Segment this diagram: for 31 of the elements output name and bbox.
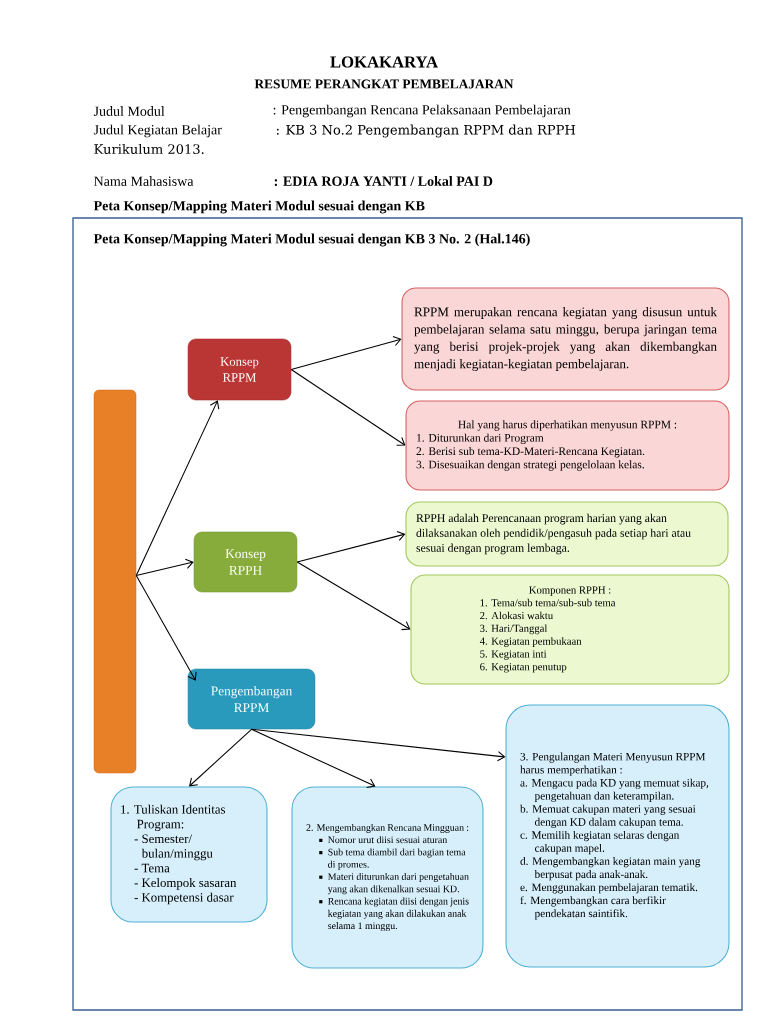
field-value: Kurikulum 2013. — [94, 143, 204, 155]
subtitle: RESUME PERANGKAT PEMBELAJARAN — [254, 79, 514, 89]
definition-box: RPPM merupakan rencana kegiatan yang disusun untuk pembelajaran selama satu minggu, berupa jaringan tema yang berisi projek-projek yang akan dikembangkan menjadi kegiatan-kegiatan pembelajaran. — [401, 287, 730, 391]
definition-box: RPPH adalah Perencanaan program harian yang akan dilaksanakan oleh pendidik/pengasuh pada setiap hari atau sesuai dengan program lembaga. — [405, 501, 729, 567]
concept-box: Pengembangan RPPM — [187, 668, 316, 730]
arrow — [135, 400, 220, 577]
field-label: Judul Modul — [93, 106, 165, 116]
section-heading: Peta Konsep/Mapping Materi Modul sesuai dengan KB — [93, 200, 425, 214]
arrow — [296, 530, 406, 563]
arrow — [135, 574, 197, 681]
step-box: 3. Pengulangan Materi Menyusun RPPM harus memperhatikan : a. Mengacu pada KD yang memuat sikap, pengetahuan dan keterampilan. b. Memuat cakupan materi yang sesuai dengan KD dalam cakupan tema. c. Memilih kegiatan selaras dengan cakupan mapel. d. Mengembangkan kegiatan main yang berpusat pada anak-anak. e. Menggunakan pembelajaran tematik. f. Mengembangkan cara berfikir pendekatan saintifik. — [505, 704, 730, 968]
field-label: Judul Kegiatan Belajar — [93, 124, 222, 138]
arrow — [189, 728, 253, 787]
arrow — [250, 728, 376, 789]
arrow — [290, 368, 406, 446]
list-box: Komponen RPPH : 1. Tema/sub tema/sub-sub tema 2. Alokasi waktu 3. Hari/Tanggal 4. Kegiatan pembukaan 5. Kegiatan inti 6. Kegiatan penutup — [410, 574, 730, 685]
title: LOKAKARYA — [330, 56, 438, 68]
field-label: Nama Mahasiswa — [94, 176, 194, 186]
step-box: 1. Tuliskan Identitas Program: - Semester/ bulan/minggu - Tema - Kelompok sasaran - Kompetensi dasar — [110, 786, 268, 923]
field-value: : KB 3 No.2 Pengembangan RPPM dan RPPH — [276, 124, 576, 138]
arrow — [296, 561, 411, 631]
field-value: : Pengembangan Rencana Pelaksanaan Pembelajaran — [273, 104, 571, 118]
arrow — [135, 558, 194, 577]
field-value: : EDIA ROJA YANTI / Lokal PAI D — [274, 176, 493, 186]
arrow — [290, 336, 402, 371]
arrow — [250, 728, 506, 762]
concept-box: Konsep RPPH — [193, 531, 298, 593]
step-box: 2. Mengembangkan Rencana Mingguan : Nomor urut diisi sesuai aturan Sub tema diambil dari bagian tema di promes. Materi diturunkan dari pengetahuan yang akan dikenalkan sesuai KD. Rencana kegiatan diisi dengan jenis kegiatan yang akan dilakukan anak selama 1 minggu. — [291, 786, 484, 969]
list-box: Hal yang harus diperhatikan menyusun RPPM : 1. Diturunkan dari Program 2. Berisi sub tema-KD-Materi-Rencana Kegiatan. 3. Disesuaikan dengan strategi pengelolaan kelas. — [405, 400, 730, 491]
concept-box: Konsep RPPM — [187, 338, 292, 401]
bar — [93, 389, 137, 774]
